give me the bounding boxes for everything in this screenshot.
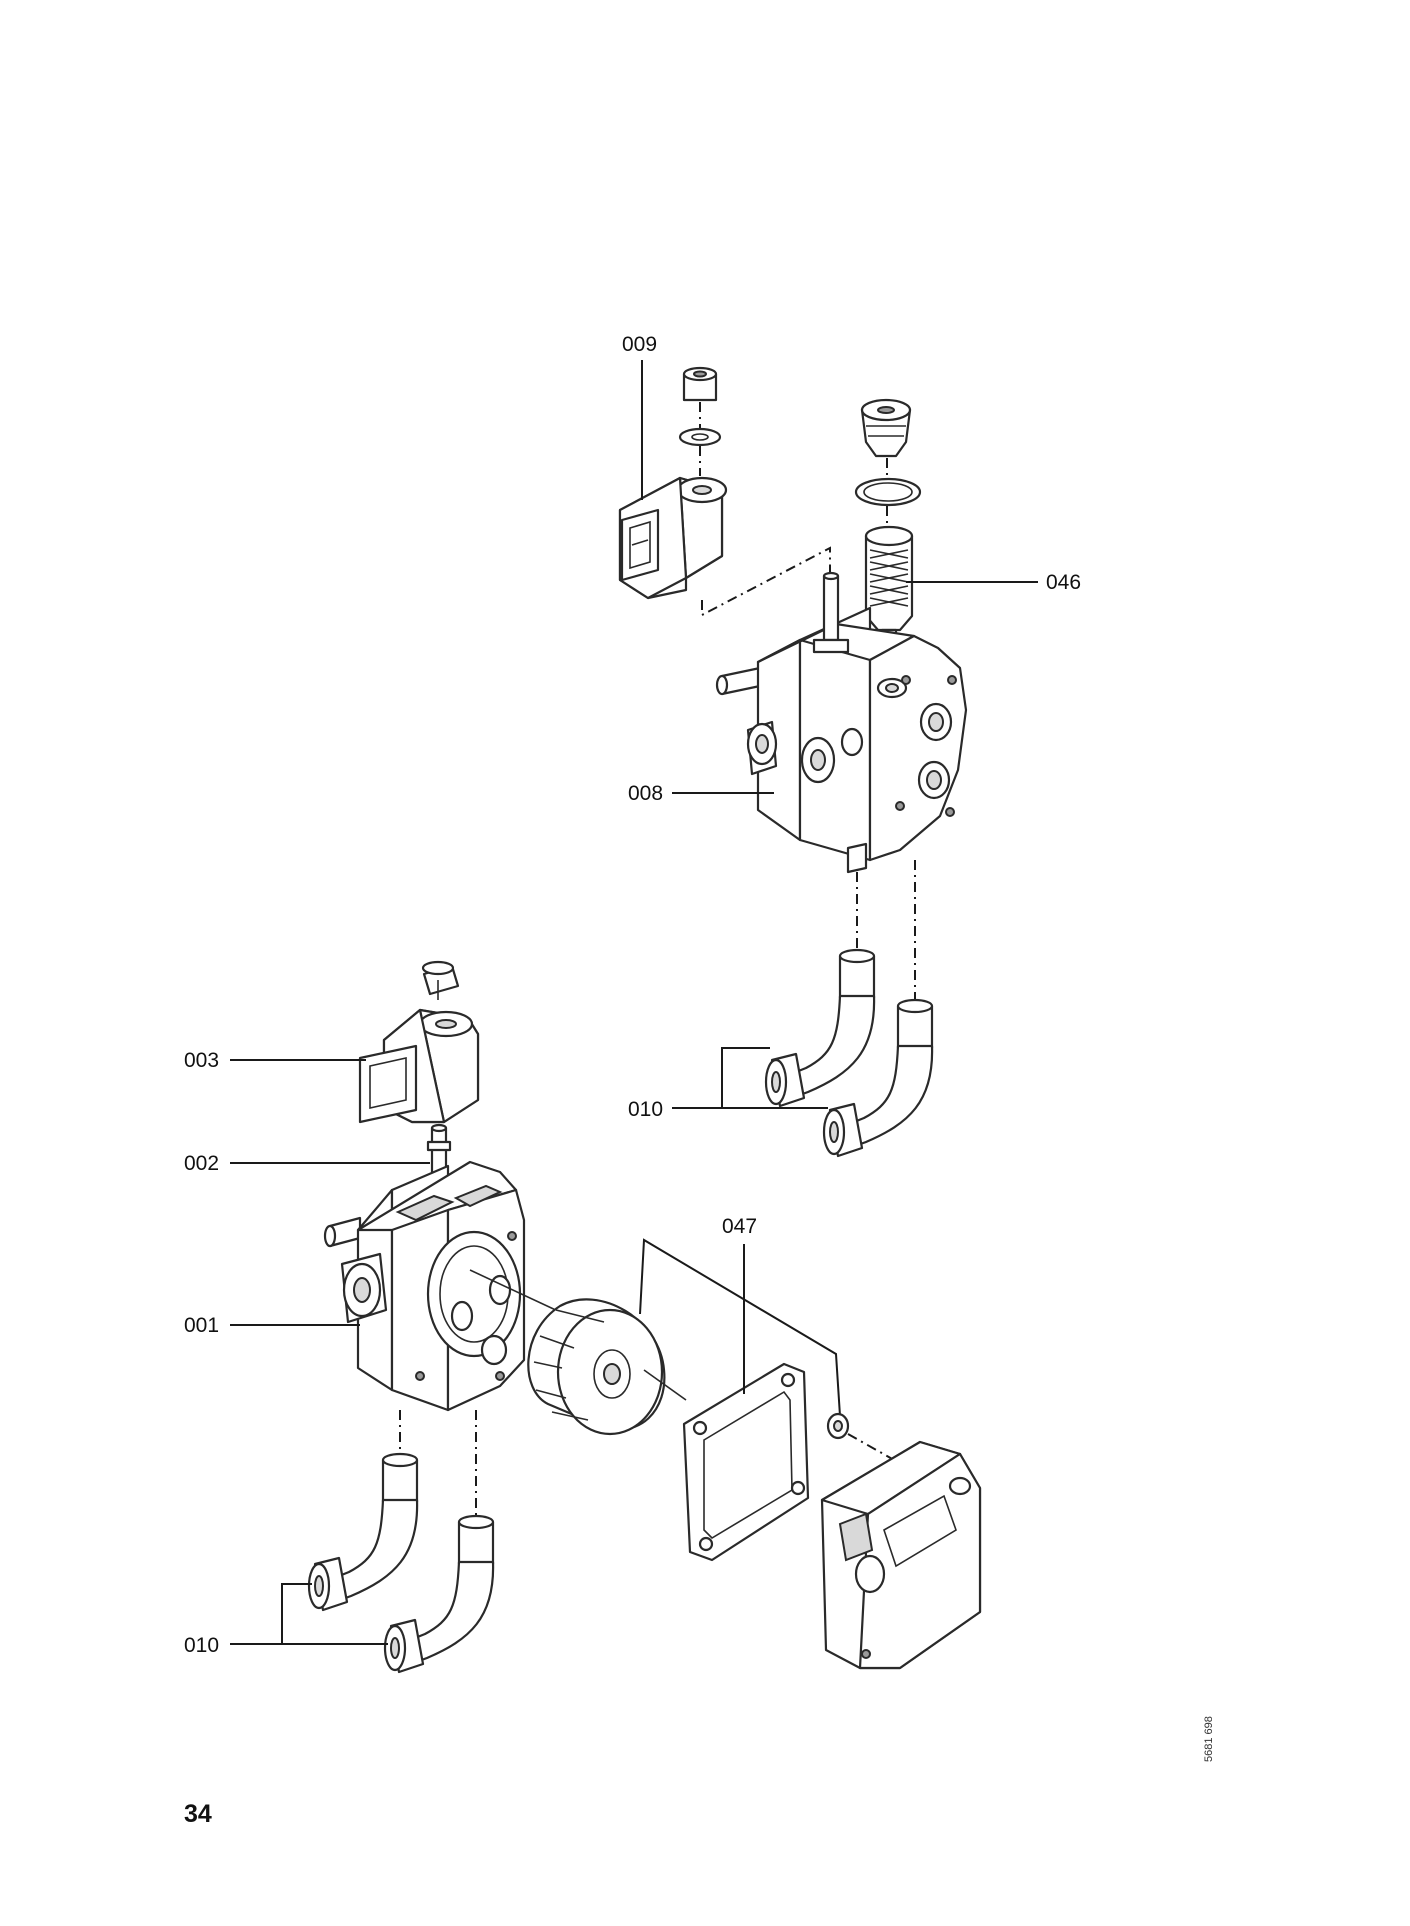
label-001: 001 bbox=[184, 1314, 219, 1337]
part-screw bbox=[826, 1412, 850, 1440]
label-046: 046 bbox=[1046, 571, 1081, 594]
leader-010-top bbox=[672, 1047, 828, 1109]
drawing-reference: 5681 698 bbox=[1203, 1716, 1215, 1762]
part-009-solenoid-coil bbox=[618, 366, 728, 600]
part-008-pump-body bbox=[715, 571, 968, 874]
label-009: 009 bbox=[622, 333, 657, 356]
part-010-elbow-connector-top-left bbox=[764, 948, 876, 1108]
group-bracket-047 bbox=[639, 1238, 841, 1417]
part-pump-cover bbox=[820, 1440, 982, 1670]
label-010-bottom: 010 bbox=[184, 1634, 219, 1657]
part-046-filter bbox=[854, 398, 922, 644]
alignment-line-009 bbox=[701, 546, 831, 617]
part-001-pump-body bbox=[323, 1160, 561, 1412]
part-047-gasket bbox=[682, 1362, 810, 1562]
part-010-elbow-connector-top-right bbox=[822, 998, 934, 1158]
part-010-elbow-connector-bottom-left bbox=[307, 1452, 419, 1612]
label-002: 002 bbox=[184, 1152, 219, 1175]
part-coupling bbox=[527, 1298, 687, 1436]
leader-010-bottom bbox=[230, 1583, 388, 1645]
label-010-top: 010 bbox=[628, 1098, 663, 1121]
label-047: 047 bbox=[722, 1215, 757, 1238]
label-003: 003 bbox=[184, 1049, 219, 1072]
label-008: 008 bbox=[628, 782, 663, 805]
page-number: 34 bbox=[184, 1800, 212, 1828]
part-010-elbow-connector-bottom-right bbox=[383, 1514, 495, 1674]
part-003-solenoid-coil bbox=[358, 960, 480, 1124]
